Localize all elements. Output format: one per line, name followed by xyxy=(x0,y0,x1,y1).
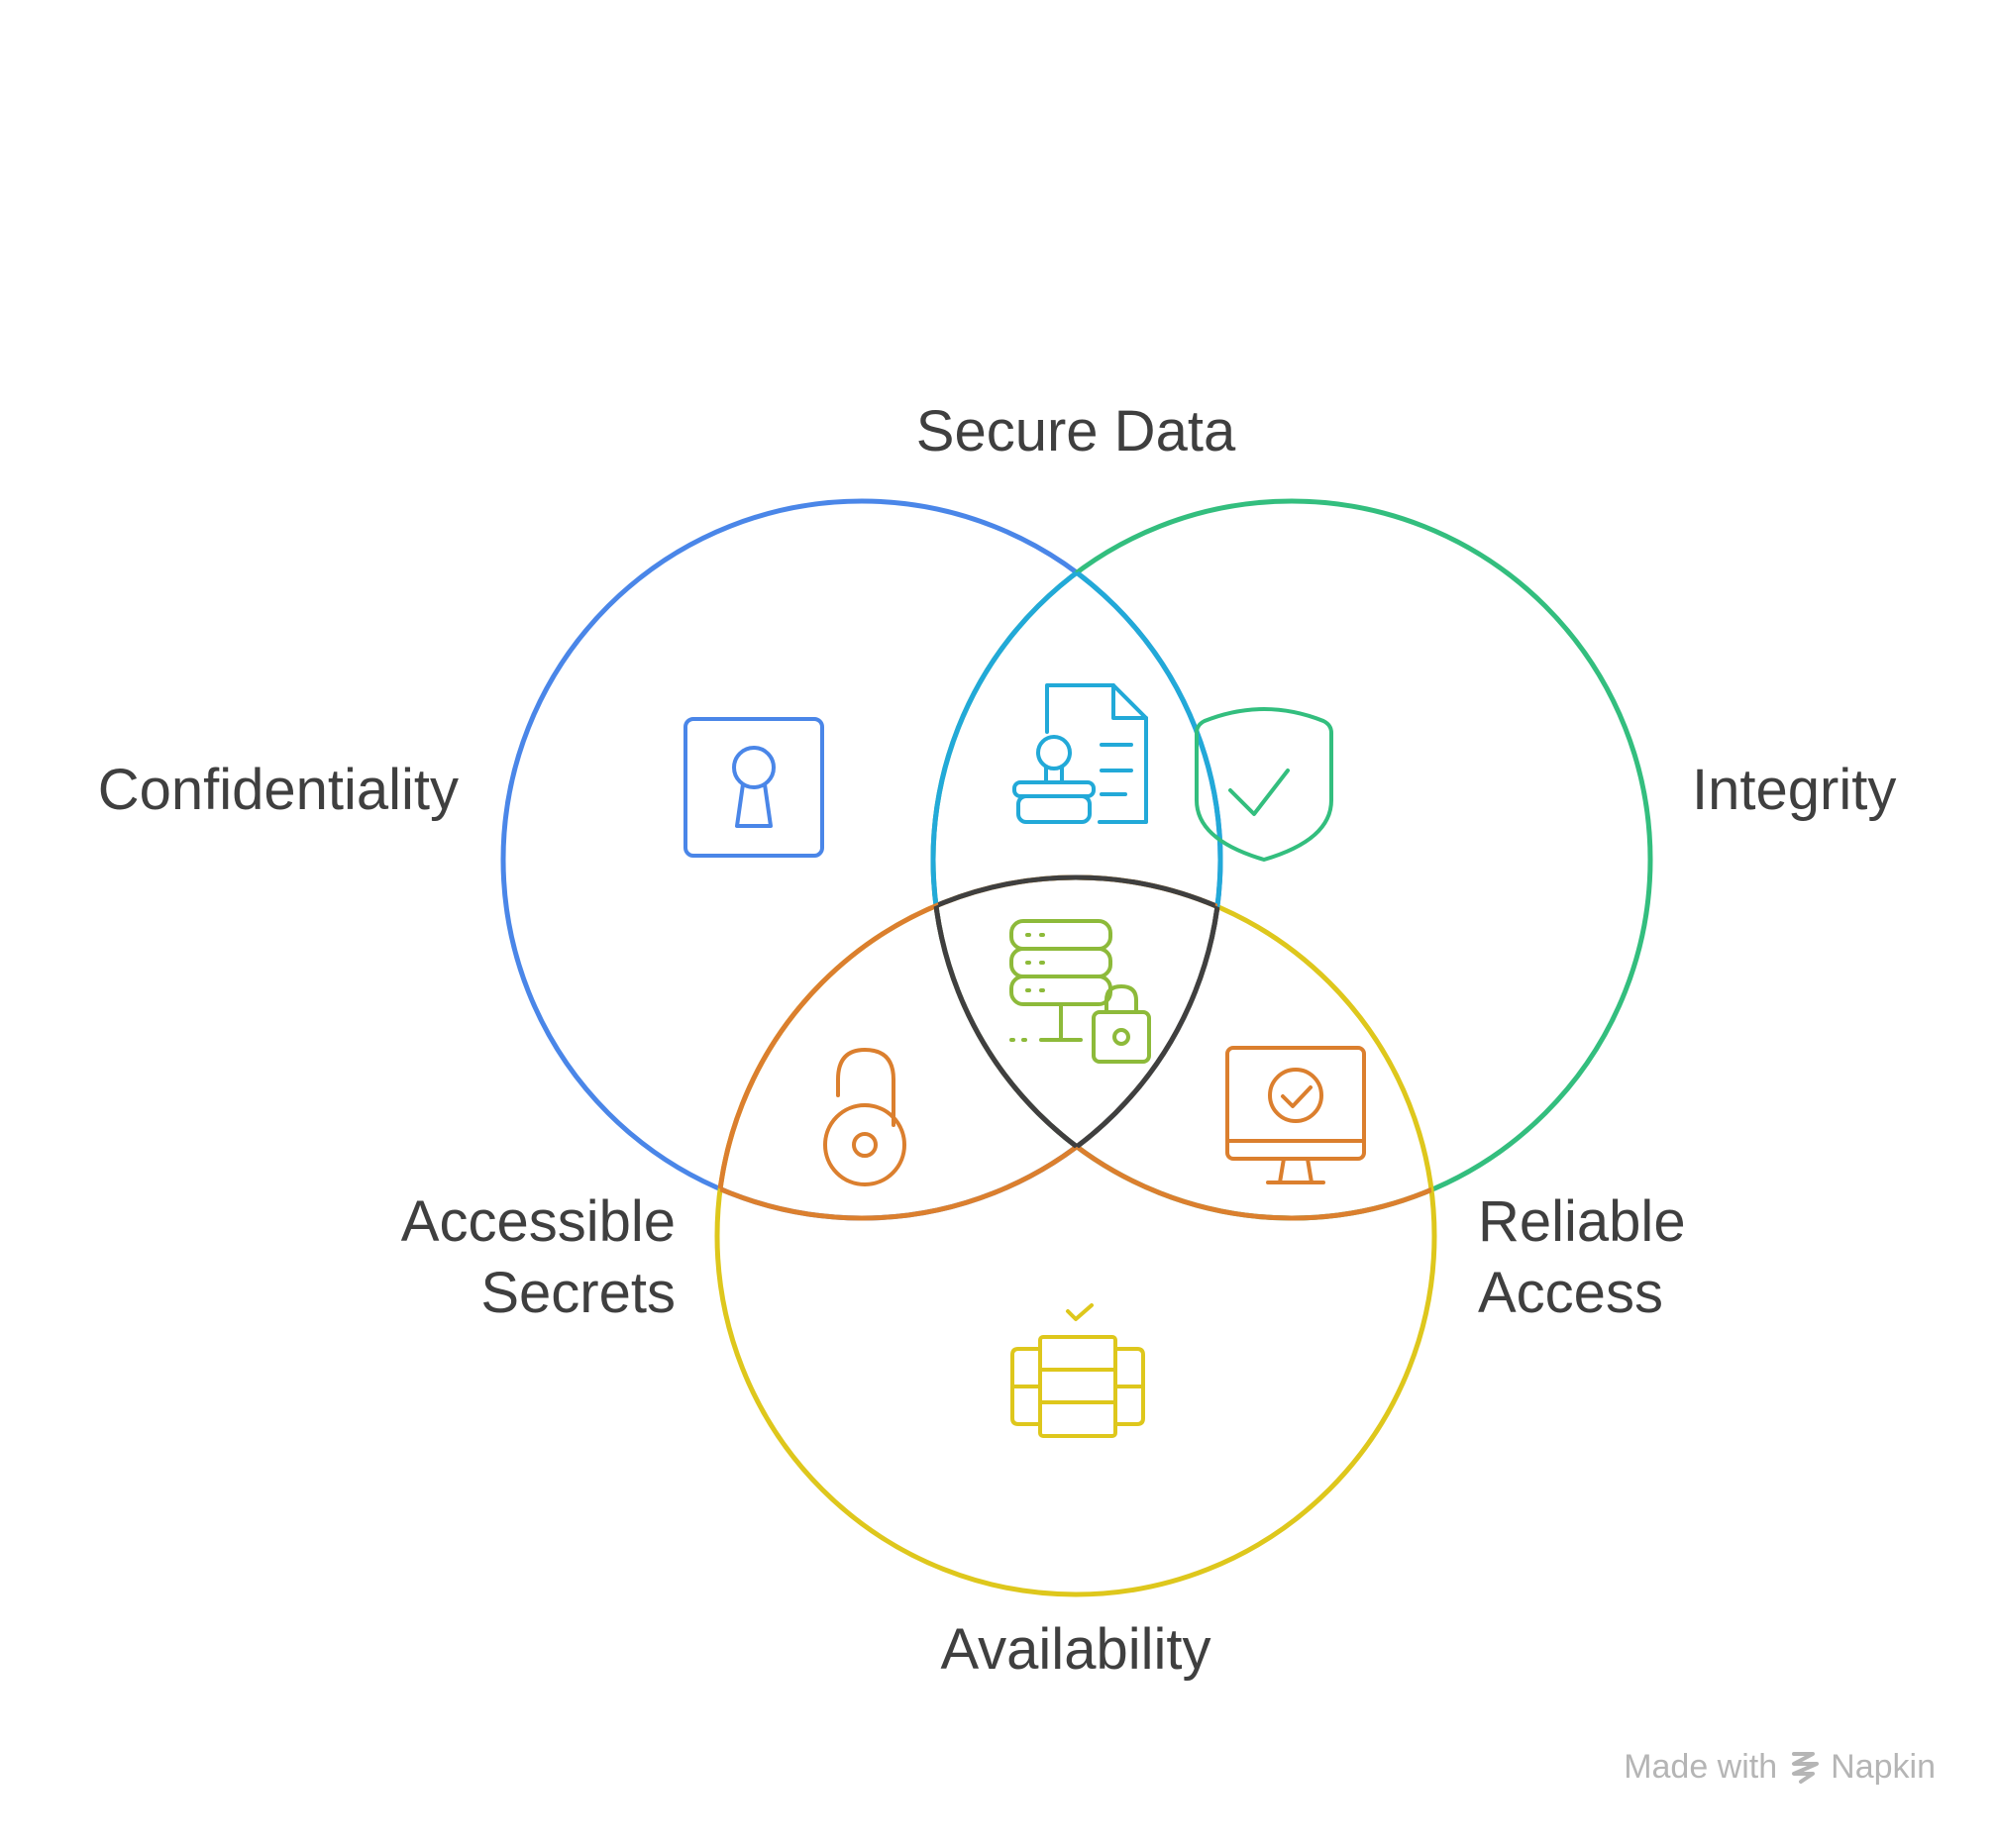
keyhole-icon xyxy=(683,717,824,858)
open-padlock-icon xyxy=(823,1048,906,1186)
center-region-left-edge xyxy=(933,877,1223,1218)
center-region-right-edge xyxy=(930,877,1220,1218)
label-confidentiality: Confidentiality xyxy=(97,758,459,822)
label-access: Access xyxy=(1478,1261,1663,1325)
availability-overlap-arc-left xyxy=(717,877,1223,1221)
server-lock-icon xyxy=(1009,919,1151,1064)
server-rack-check-icon xyxy=(1010,1303,1145,1438)
monitor-check-icon xyxy=(1225,1046,1366,1184)
napkin-logo-icon xyxy=(1792,1752,1820,1784)
label-accessible: Accessible xyxy=(400,1189,676,1254)
label-reliable-access: Reliable Access xyxy=(1478,1186,1686,1329)
watermark-brand-name: Napkin xyxy=(1831,1747,1936,1786)
label-integrity: Integrity xyxy=(1692,758,1897,822)
watermark-prefix: Made with xyxy=(1624,1747,1778,1786)
watermark: Made with Napkin xyxy=(1624,1745,1936,1789)
availability-overlap-arc-right xyxy=(930,877,1434,1221)
label-availability: Availability xyxy=(940,1617,1211,1682)
integrity-circle xyxy=(930,498,1653,1221)
label-secure-data: Secure Data xyxy=(915,399,1236,463)
secure-data-arc-2 xyxy=(930,501,1220,1218)
center-region-outline xyxy=(935,874,1218,1145)
watermark-brand: Napkin xyxy=(1791,1748,1936,1787)
shield-check-icon xyxy=(1195,707,1333,862)
availability-circle xyxy=(714,874,1437,1597)
label-secrets: Secrets xyxy=(480,1261,676,1325)
label-accessible-secrets: Accessible Secrets xyxy=(401,1186,676,1329)
secure-data-arc xyxy=(933,501,1223,1218)
label-reliable: Reliable xyxy=(1478,1189,1686,1254)
accessible-secrets-arc xyxy=(714,874,1220,1218)
confidentiality-circle xyxy=(500,498,1223,1221)
document-stamp-icon xyxy=(1012,683,1148,824)
